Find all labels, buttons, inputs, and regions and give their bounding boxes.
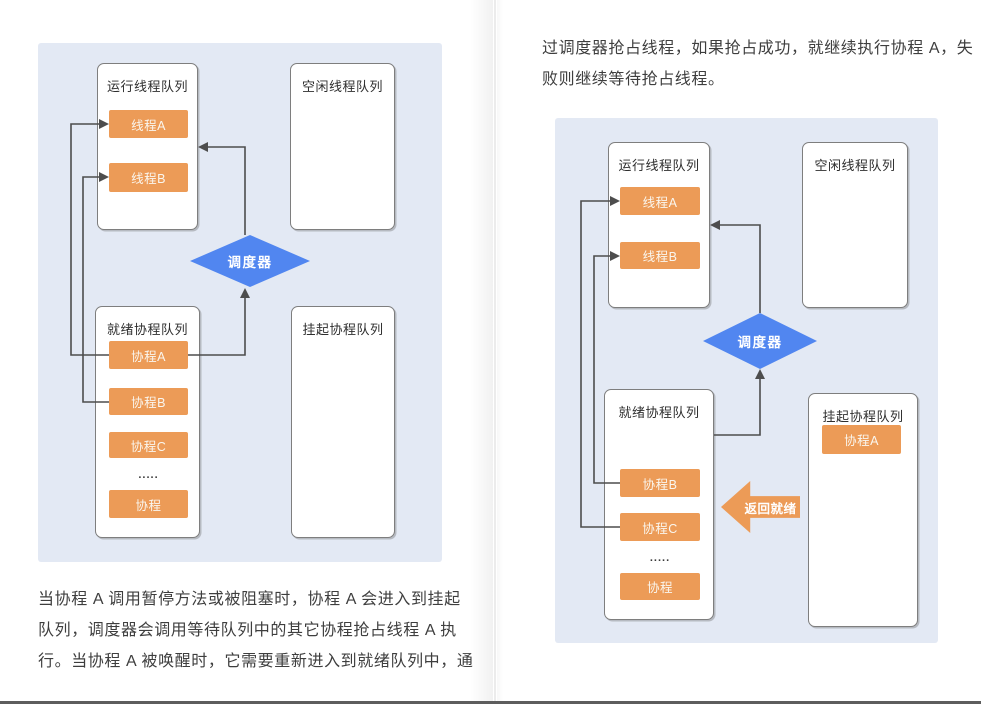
- ellipsis-more-items: .....: [138, 469, 159, 481]
- running-thread-queue-box: 运行线程队列: [608, 142, 710, 308]
- queue-title: 空闲线程队列: [301, 79, 383, 94]
- left-paragraph: 当协程 A 调用暂停方法或被阻塞时，协程 A 会进入到挂起 队列，调度器会调用等…: [38, 584, 478, 677]
- suspended-coroutine-queue-box: 挂起协程队列: [291, 306, 395, 538]
- queue-item-coroutine-b: 协程B: [620, 469, 700, 497]
- figure-scheduler-after: 运行线程队列 空闲线程队列 就绪协程队列 挂起协程队列 线程A 线程B 调度器 …: [555, 118, 938, 643]
- scheduler-diamond: 调度器: [703, 313, 817, 369]
- queue-title: 运行线程队列: [106, 79, 188, 94]
- queue-item-coroutine-c: 协程C: [109, 432, 188, 458]
- return-to-ready-arrow: 返回就绪: [721, 481, 800, 533]
- queue-item-thread-b: 线程B: [109, 163, 188, 192]
- queue-title: 挂起协程队列: [822, 409, 904, 424]
- page-gutter-line: [494, 0, 496, 704]
- figure-scheduler-before: 运行线程队列 空闲线程队列 就绪协程队列 挂起协程队列 线程A 线程B 调度器 …: [38, 43, 442, 562]
- idle-thread-queue-box: 空闲线程队列: [802, 142, 908, 308]
- idle-thread-queue-box: 空闲线程队列: [290, 63, 395, 230]
- queue-item-coroutine-a-suspended: 协程A: [822, 425, 901, 454]
- right-paragraph: 过调度器抢占线程，如果抢占成功，就继续执行协程 A，失 败则继续等待抢占线程。: [542, 33, 974, 95]
- page-gutter-shadow-right: [497, 0, 503, 704]
- queue-item-coroutine-c: 协程C: [620, 513, 700, 541]
- queue-title: 挂起协程队列: [302, 322, 384, 337]
- queue-item-thread-b: 线程B: [620, 242, 700, 269]
- queue-item-thread-a: 线程A: [620, 187, 700, 215]
- paragraph-line: 败则继续等待抢占线程。: [542, 71, 725, 88]
- queue-item-coroutine-b: 协程B: [109, 388, 188, 415]
- running-thread-queue-box: 运行线程队列: [97, 63, 198, 230]
- queue-title: 就绪协程队列: [618, 405, 700, 420]
- queue-item-thread-a: 线程A: [109, 110, 188, 138]
- paragraph-line: 行。当协程 A 被唤醒时，它需要重新进入到就绪队列中，通: [38, 653, 474, 670]
- page-gutter-shadow: [470, 0, 493, 704]
- queue-title: 运行线程队列: [618, 158, 700, 173]
- queue-title: 就绪协程队列: [106, 322, 188, 337]
- paragraph-line: 当协程 A 调用暂停方法或被阻塞时，协程 A 会进入到挂起: [38, 591, 461, 608]
- queue-item-coroutine: 协程: [109, 490, 188, 518]
- ellipsis-more-items: .....: [649, 552, 671, 564]
- bottom-rule: [0, 701, 981, 704]
- queue-title: 空闲线程队列: [814, 158, 896, 173]
- paragraph-line: 队列，调度器会调用等待队列中的其它协程抢占线程 A 执: [38, 622, 457, 639]
- queue-item-coroutine-a: 协程A: [109, 341, 188, 369]
- queue-item-coroutine: 协程: [620, 573, 700, 600]
- paragraph-line: 过调度器抢占线程，如果抢占成功，就继续执行协程 A，失: [542, 40, 974, 57]
- scheduler-diamond: 调度器: [190, 235, 310, 287]
